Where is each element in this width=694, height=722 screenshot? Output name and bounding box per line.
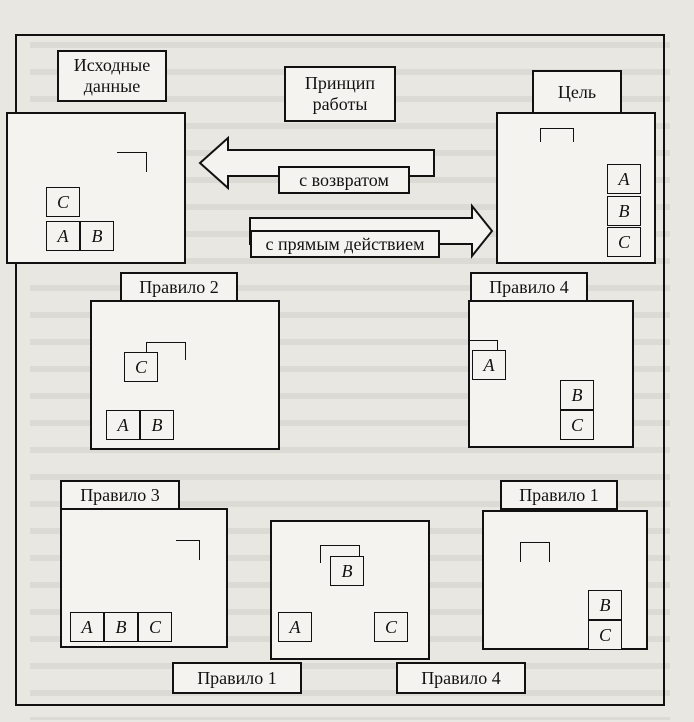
rule2-label: Правило 2 — [120, 272, 238, 302]
rule3-block-a: A — [70, 612, 104, 642]
rule4-top-gripper — [468, 340, 498, 358]
rule1-right-gripper — [520, 542, 550, 562]
goal-gripper-hook — [540, 128, 574, 142]
rule2-block-b: B — [140, 410, 174, 440]
rule4-top-block-b: B — [560, 380, 594, 410]
goal-block-b: B — [607, 196, 641, 226]
rule1-bottom-label: Правило 1 — [172, 662, 302, 694]
block-c: C — [46, 187, 80, 217]
forward-arrow-label: с прямым действием — [250, 230, 440, 258]
block-a: A — [46, 221, 80, 251]
transition-gripper — [320, 545, 360, 563]
goal-label: Цель — [532, 70, 622, 114]
rule2-block-a: A — [106, 410, 140, 440]
rule3-block-b: B — [104, 612, 138, 642]
transition-block-b: B — [330, 556, 364, 586]
transition-block-c: C — [374, 612, 408, 642]
rule4-top-block-c: C — [560, 410, 594, 440]
principle-label: Принцип работы — [284, 66, 396, 122]
rule2-gripper — [146, 342, 186, 360]
gripper-hook — [117, 152, 147, 172]
backward-arrow-label: с возвратом — [278, 166, 410, 194]
rule1-right-block-c: C — [588, 620, 622, 650]
diagram-frame — [15, 34, 665, 706]
rule1-right-box — [482, 510, 648, 650]
goal-block-a: A — [607, 164, 641, 194]
block-b: B — [80, 221, 114, 251]
rule4-bottom-label: Правило 4 — [396, 662, 526, 694]
rule4-top-block-a: A — [472, 350, 506, 380]
rule4-top-label: Правило 4 — [470, 272, 588, 302]
transition-block-a: A — [278, 612, 312, 642]
initial-data-label: Исходные данные — [57, 50, 167, 102]
rule1-right-block-b: B — [588, 590, 622, 620]
rule2-block-c: C — [124, 352, 158, 382]
rule1-right-label: Правило 1 — [500, 480, 618, 510]
goal-block-c: C — [607, 227, 641, 257]
rule3-gripper — [176, 540, 200, 560]
rule3-block-c: C — [138, 612, 172, 642]
rule3-label: Правило 3 — [60, 480, 180, 510]
